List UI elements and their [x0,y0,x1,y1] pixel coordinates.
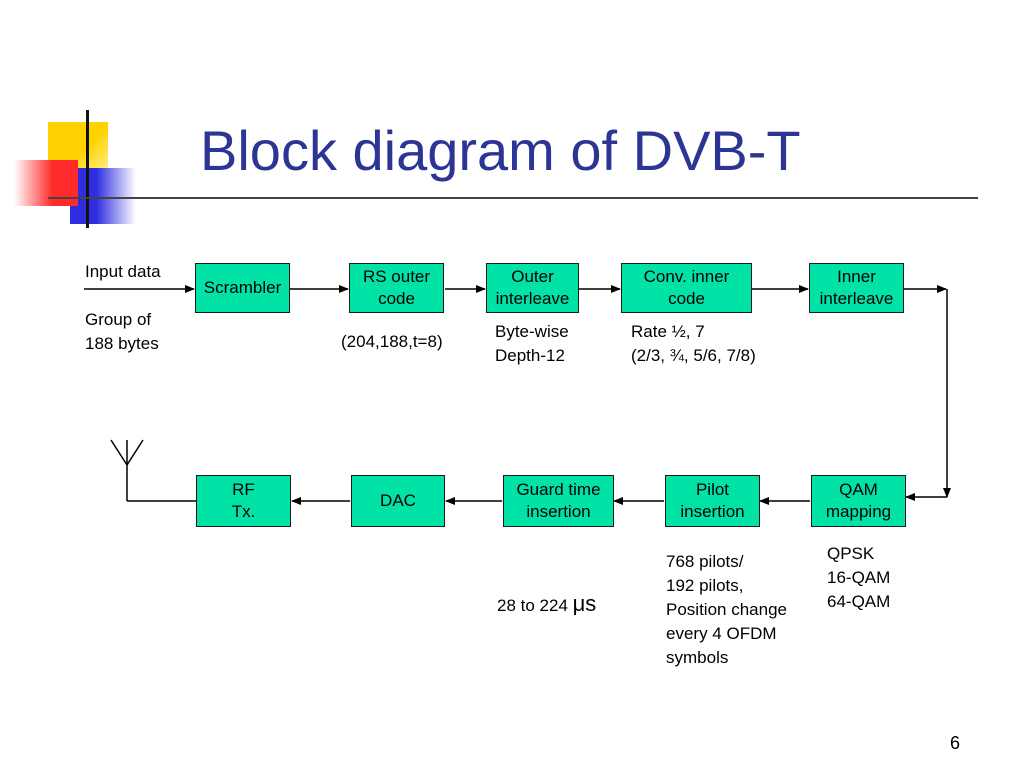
note-code-rate: Rate ½, 7 (2/3, ¾, 5/6, 7/8) [631,322,756,365]
page-number: 6 [950,733,961,753]
blue-square [70,168,136,224]
block-conv-inner-code: Conv. inner code [621,263,752,313]
note-interleave-params: Byte-wise Depth-12 [495,322,569,365]
note-input-data: Input data [85,262,161,281]
guard-range-value: 28 to 224 [497,596,573,615]
note-modulations: QPSK 16-QAM 64-QAM [827,544,891,611]
block-outer-interleave: Outer interleave [486,263,579,313]
antenna-icon [110,439,196,502]
title-underline [48,197,978,199]
logo-decoration [0,100,150,230]
block-guard-time-insertion: Guard time insertion [503,475,614,527]
note-pilots: 768 pilots/ 192 pilots, Position change … [666,552,787,667]
note-guard-range: 28 to 224 μs [497,568,596,618]
vertical-line [86,110,89,228]
block-rf-tx: RF Tx. [196,475,291,527]
block-qam-mapping: QAM mapping [811,475,906,527]
block-rs-outer-code: RS outer code [349,263,444,313]
block-inner-interleave: Inner interleave [809,263,904,313]
note-rs-params: (204,188,t=8) [341,332,443,351]
slide-title: Block diagram of DVB-T [200,119,801,182]
block-pilot-insertion: Pilot insertion [665,475,760,527]
block-dac: DAC [351,475,445,527]
guard-range-unit: μs [572,591,597,616]
note-group-of-bytes: Group of 188 bytes [85,310,159,353]
block-scrambler: Scrambler [195,263,290,313]
